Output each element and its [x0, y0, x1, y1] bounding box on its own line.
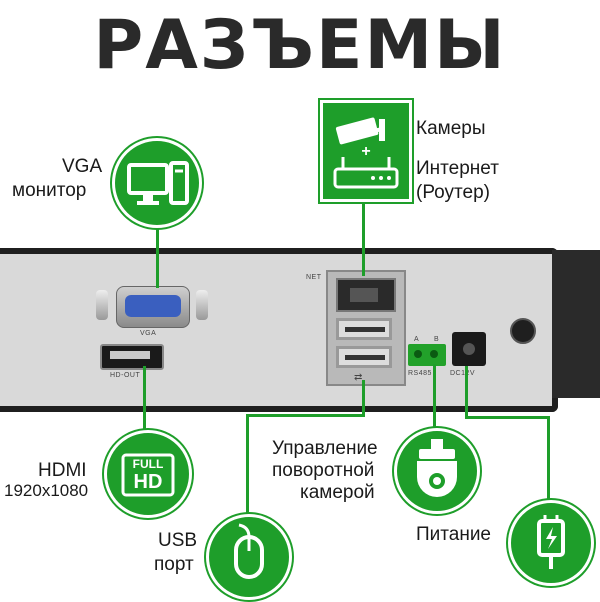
- vga-port: [116, 286, 190, 328]
- vga-port-label: VGA: [140, 330, 157, 337]
- vga-screw-left: [96, 290, 108, 320]
- usb-connector-line-down: [246, 414, 249, 516]
- usb-port-bottom: [336, 346, 392, 368]
- usb-port-top: [336, 318, 392, 340]
- rs485-pin-a-label: A: [414, 336, 420, 343]
- usb-connector-line-v: [362, 380, 365, 416]
- mounting-slot: [510, 318, 536, 344]
- net-port-label: NET: [306, 274, 322, 281]
- hdmi-label-line1: HDMI: [38, 460, 87, 481]
- rs485-label-line1: Управление: [272, 438, 378, 459]
- power-connector-line-v: [465, 366, 468, 418]
- usb-mouse-circle: [206, 514, 292, 600]
- power-adapter-circle: [508, 500, 594, 586]
- ptz-camera-icon: [417, 439, 457, 497]
- full-hd-icon: [121, 453, 175, 497]
- mouse-icon: [234, 523, 264, 579]
- page-title: РАЗЪЕМЫ: [93, 6, 507, 85]
- vga-monitor-circle: [112, 138, 202, 228]
- ptz-camera-circle: [394, 428, 480, 514]
- net-label-cameras: Камеры: [416, 118, 486, 139]
- full-hd-icon-top: FULL: [132, 457, 164, 471]
- plus-sign: +: [361, 143, 371, 160]
- hdmi-circle: FULL HD: [104, 430, 192, 518]
- vga-label-line2: монитор: [12, 180, 87, 201]
- usb-label-line2: порт: [154, 554, 194, 575]
- power-connector-line-h: [465, 416, 549, 419]
- dc-port-label: DC12V: [450, 370, 476, 377]
- camera-router-icon: [333, 117, 399, 189]
- vga-screw-right: [196, 290, 208, 320]
- rs485-label-line3: камерой: [300, 482, 375, 503]
- usb-connector-line-h: [246, 414, 365, 417]
- camera-router-box: +: [320, 100, 412, 202]
- net-connector-line: [362, 196, 365, 276]
- power-connector-line-down: [547, 416, 550, 502]
- rs485-label-line2: поворотной: [272, 460, 375, 481]
- dc-power-port: [452, 332, 486, 366]
- hdmi-connector-line: [143, 366, 146, 432]
- power-label: Питание: [416, 524, 491, 545]
- rs485-terminal: [408, 344, 446, 366]
- device-rear-panel: [0, 248, 558, 412]
- vga-connector-line: [156, 222, 159, 288]
- rs485-pin-b-label: B: [434, 336, 440, 343]
- power-adapter-icon: [537, 515, 565, 569]
- full-hd-icon-bottom: HD: [133, 471, 163, 493]
- rs485-connector-line: [433, 364, 436, 428]
- device-side-edge: [552, 250, 600, 398]
- hdmi-port: [100, 344, 164, 370]
- usb-label-line1: USB: [158, 530, 198, 551]
- hdmi-label-line2: 1920x1080: [4, 481, 89, 500]
- monitor-pc-icon: [127, 161, 189, 205]
- ethernet-port: [336, 278, 396, 312]
- usb-symbol: ⇄: [354, 372, 363, 383]
- hdmi-port-label: HD-OUT: [110, 372, 141, 379]
- vga-label-line1: VGA: [62, 156, 103, 177]
- net-label-router: (Роутер): [416, 182, 490, 203]
- net-label-internet: Интернет: [416, 158, 499, 179]
- rs485-port-label: RS485: [408, 370, 432, 377]
